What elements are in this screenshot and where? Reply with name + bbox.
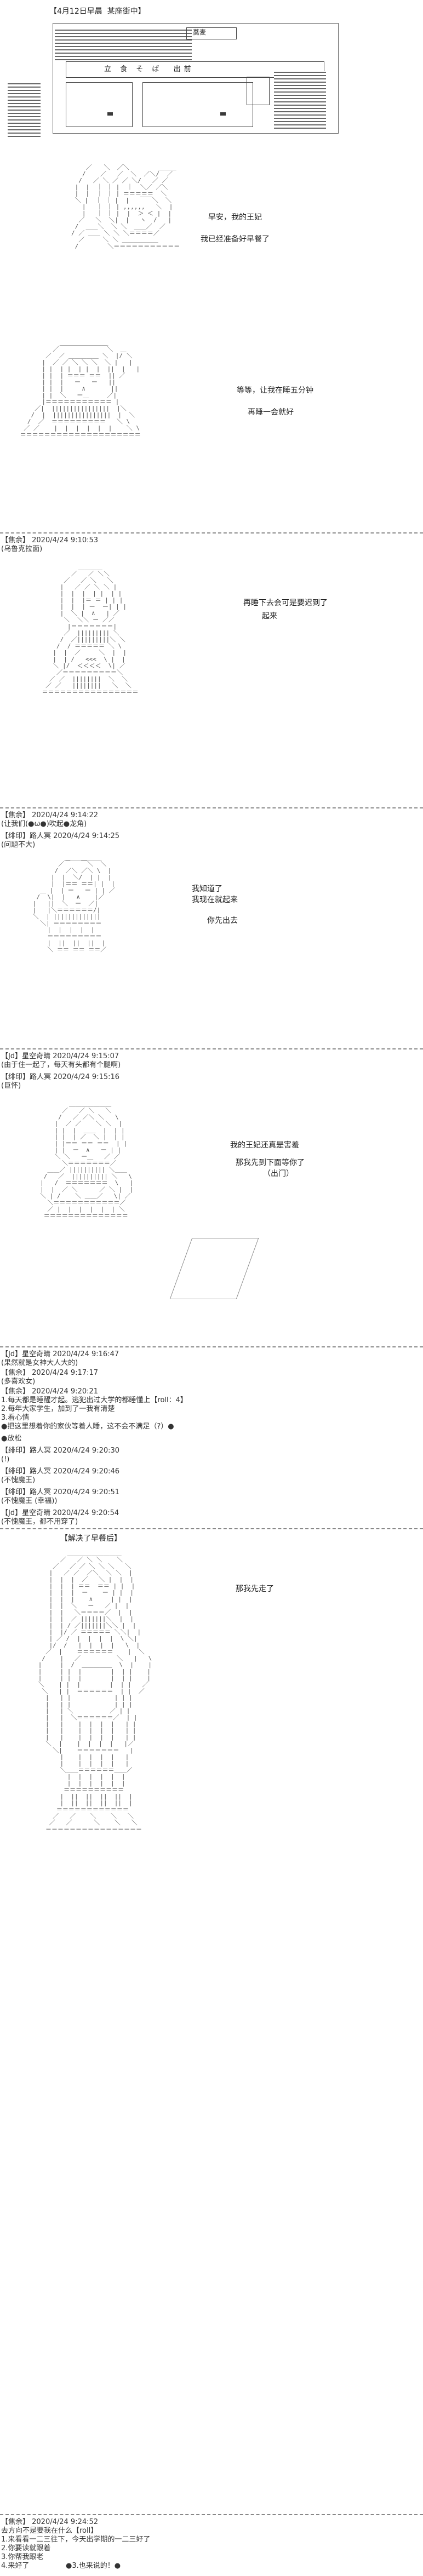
post-line-8-2: 2.每年大家学生，加到了一我有清楚: [1, 1405, 115, 1413]
dialogue-p5-l1: 我的王妃还真是害羞: [230, 1141, 299, 1150]
dialogue-p1-l1: 早安，我的王妃: [208, 213, 262, 222]
post-body-14: ●3.也来说的！●: [66, 2562, 121, 2570]
post-line-13-5: 4.来好了: [1, 2562, 30, 2570]
post-line-8-4: ●把这里想着你的家伙等着人睡，这不会不满足（?）●: [1, 1422, 174, 1431]
post-meta-2: 【焦余】 2020/4/24 9:14:22: [1, 811, 99, 819]
dialogue-p2-l1: 等等，让我在睡五分钟: [237, 386, 313, 395]
separator: [0, 1346, 423, 1347]
dialogue-p4-l3: 你先出去: [207, 916, 238, 925]
storefront-kanji: 蕎麦: [193, 28, 207, 36]
storefront-frame: [53, 23, 339, 134]
post-meta-10: 【绯印】路人冥 2020/4/24 9:20:46: [1, 1467, 120, 1476]
post-body-11: (不愧魔王 (幸福)): [1, 1497, 58, 1505]
storefront-vending: [274, 71, 326, 129]
post-meta-7: 【焦余】 2020/4/24 9:17:17: [1, 1369, 99, 1377]
post-body-4: (由于住一起了，每天有头都有个腿啊): [1, 1061, 121, 1069]
post-meta-1: 【焦余】 2020/4/24 9:10:53: [1, 536, 99, 544]
storefront-noren: [186, 27, 237, 39]
dialogue-p4-l2: 我现在就起来: [192, 896, 238, 904]
post-body-5: (巨怀): [1, 1082, 21, 1090]
storefront-roof: [55, 27, 192, 60]
scene-caption: 【4月12日早晨 某座街中】: [49, 7, 146, 16]
post-body-1: (乌鲁克拉面): [1, 545, 43, 553]
post-meta-9: 【绯印】路人冥 2020/4/24 9:20:30: [1, 1447, 120, 1455]
post-body-12: (不愧魔王，都不用穿了): [1, 1518, 78, 1526]
character-art-1: ／￣￣＼ ／＼ ＿＿＿ / ／ ／ ＼ ／＼/ ／ / ／ ＼ ／ ／ ＼/ ／…: [71, 164, 180, 250]
dialogue-p1-l2: 我已经准备好早餐了: [201, 235, 270, 244]
dialogue-p3-l1: 再睡下去会可是要迟到了: [243, 599, 328, 607]
scene-caption-2: 【解决了早餐后】: [60, 1534, 122, 1543]
post-meta-6: 【Jd】星空奇睛 2020/4/24 9:16:47: [1, 1350, 119, 1358]
post-meta-8: 【焦余】 2020/4/24 9:20:21: [1, 1387, 99, 1396]
post-line-13-2: 1.来看看一二三往下，今天出学期的一二三好了: [1, 2535, 151, 2544]
dialogue-p6-l1: 那我先走了: [236, 1585, 274, 1593]
separator: [0, 1528, 423, 1529]
storefront-door: [142, 82, 253, 127]
dialogue-p5-l3: （出门）: [263, 1169, 294, 1178]
post-meta-3: 【绯印】路人冥 2020/4/24 9:14:25: [1, 832, 120, 840]
character-art-6: ＿＿＿＿＿＿＿＿＿ ／ ／ ＼ ＼ ＼ ／ ／ ／ ＼ ＼ ＼ ＼ | ／ ／ …: [38, 1550, 152, 1833]
separator: [0, 1048, 423, 1049]
post-body-10: (不愧魔王): [1, 1476, 36, 1484]
post-meta-5: 【绯印】路人冥 2020/4/24 9:15:16: [1, 1073, 120, 1081]
character-art-3: ＿＿＿＿ ／ ／ ＼＼ ／ ／ ＼ ＼ | ／ ／ ＼ ＼ | | | | | …: [42, 564, 139, 696]
dialogue-p2-l2: 再睡一会就好: [248, 408, 294, 417]
post-body-7: (多喜欢女): [1, 1378, 36, 1386]
separator: [0, 807, 423, 808]
post-line-8-1: 1.每天都是睡醒才起。逃犯出过大学的都睡懂上【roll：4】: [1, 1396, 187, 1404]
door-handle-left: [107, 112, 113, 116]
dialogue-p4-l1: 我知道了: [192, 885, 222, 893]
post-body-6: (果然就是女神大人大的): [1, 1359, 78, 1367]
storefront-sign: 立 食 そ ば 出前: [104, 65, 195, 73]
post-body-2: (让我们(●ω●)吹起●龙角): [1, 820, 87, 828]
post-body-8b: ●放松: [1, 1435, 22, 1443]
post-body-3: (问题不大): [1, 841, 36, 849]
separator: [0, 2514, 423, 2515]
door-handle-right: [220, 112, 226, 116]
post-line-8-3: 3.看心情: [1, 1414, 30, 1422]
storefront-lantern: [247, 77, 270, 105]
post-line-13-1: 去方向不是要我在什么【roll】: [1, 2527, 98, 2535]
character-art-2: ＿＿＿＿＿＿＿＿ ／￣￣￣￣￣￣￣￣＼ ＿ ／ ／ ＿＿＿＿＿ ＼ |/ ＼ |…: [20, 340, 141, 438]
character-art-5: ＿＿＿＿＿＿＿ ／ ／ ＼ ＼ / ／ ／＼ ＼ \ | ／ ／ ＼ ＼ | |…: [40, 1101, 133, 1219]
dialogue-p5-l2: 那我先到下面等你了: [236, 1158, 305, 1167]
storefront-window-left: [66, 82, 133, 127]
post-body-9: (!): [1, 1455, 10, 1464]
separator: [0, 532, 423, 533]
post-meta-11: 【绯印】路人冥 2020/4/24 9:20:51: [1, 1488, 120, 1496]
storefront-sign-board: [66, 61, 324, 78]
post-line-13-4: 3.你帮我跟老: [1, 2553, 44, 2561]
post-line-13-3: 2.你要读就跟着: [1, 2544, 51, 2552]
storefront-side-fence: [8, 82, 41, 137]
dialogue-p3-l2: 起来: [262, 612, 277, 621]
post-meta-4: 【Jd】星空奇睛 2020/4/24 9:15:07: [1, 1052, 119, 1060]
post-meta-12: 【Jd】星空奇睛 2020/4/24 9:20:54: [1, 1509, 119, 1517]
character-art-4: ＿＿＿＿＿＿ ／￣ ￣＼ ＼ / ／＼ ／＼ \ | | | ＼/ | | | …: [32, 854, 115, 953]
post-meta-13: 【焦余】 2020/4/24 9:24:52: [1, 2518, 99, 2526]
